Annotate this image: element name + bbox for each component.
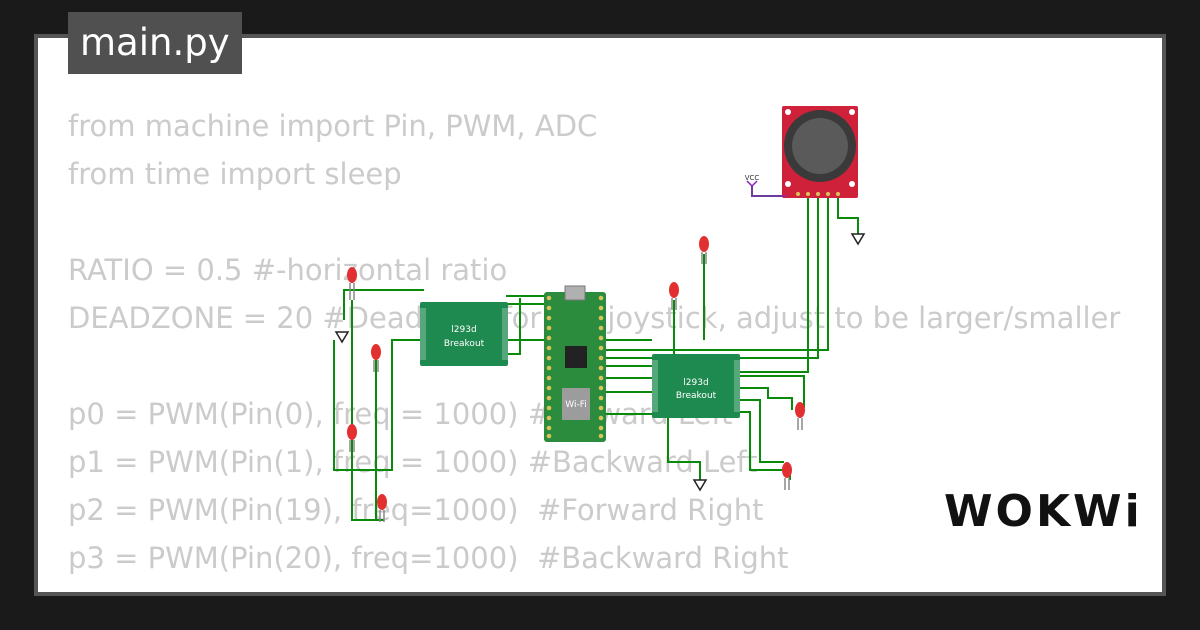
code-block: from machine import Pin, PWM, ADC from ti… (68, 102, 1120, 592)
file-tab[interactable]: main.py (68, 12, 242, 74)
led[interactable] (699, 236, 709, 264)
wire (604, 413, 701, 480)
led[interactable] (371, 344, 381, 372)
driver-right-label-1: l293d (683, 378, 708, 388)
led[interactable] (377, 494, 387, 522)
usb-connector (564, 285, 586, 301)
l293d-breakout-right[interactable]: l293d Breakout (652, 354, 740, 418)
code-canvas: from machine import Pin, PWM, ADC from ti… (34, 34, 1166, 596)
ground-symbols (334, 233, 866, 492)
wire (604, 198, 819, 359)
driver-left-label-2: Breakout (444, 339, 485, 349)
code-line-1: from machine import Pin, PWM, ADC (68, 109, 598, 143)
wire (604, 198, 829, 351)
wire (333, 339, 424, 471)
code-line-8: p1 = PWM(Pin(1), freq = 1000) #Backward … (68, 445, 758, 479)
l293d-breakout-left[interactable]: l293d Breakout (420, 302, 508, 366)
joystick-pins (796, 192, 840, 196)
driver-right-label-2: Breakout (676, 391, 717, 401)
analog-joystick[interactable] (782, 106, 858, 198)
led[interactable] (795, 402, 805, 430)
vcc-terminal: VCC (745, 174, 786, 197)
code-line-2: from time import sleep (68, 157, 402, 191)
ground-icon (692, 479, 708, 492)
pico-pins-left (546, 295, 552, 439)
driver-left-label-1: l293d (451, 325, 476, 335)
leds (347, 236, 805, 522)
code-line-11: x0 = ADC(Pin(26)) #x-axis joystick (68, 582, 1120, 592)
code-line-9: p2 = PWM(Pin(19), freq=1000) #Forward Ri… (68, 493, 764, 527)
wire (343, 289, 424, 320)
logo-text: WOKW (944, 486, 1125, 537)
led[interactable] (347, 267, 357, 300)
wire (751, 186, 786, 197)
pico-pins-right (598, 295, 604, 439)
pico-w-board[interactable]: Wi-Fi (544, 285, 606, 442)
ground-icon (850, 233, 866, 246)
wire (740, 375, 805, 408)
wire (740, 399, 784, 463)
led[interactable] (347, 424, 357, 452)
wifi-module-label: Wi-Fi (565, 400, 586, 410)
code-line-10: p3 = PWM(Pin(20), freq=1000) #Backward R… (68, 541, 789, 575)
wokwi-logo: WOKWi (944, 486, 1143, 537)
wires (333, 186, 859, 521)
wire (506, 298, 521, 355)
ground-icon (334, 331, 350, 344)
code-line-4: RATIO = 0.5 #-horizontal ratio (68, 253, 508, 287)
led[interactable] (782, 462, 792, 490)
wire (351, 300, 384, 521)
wire (740, 198, 809, 373)
file-tab-label: main.py (80, 21, 230, 64)
wifi-module (562, 388, 590, 420)
vcc-label: VCC (745, 174, 760, 182)
rp2040-chip (565, 346, 587, 368)
led[interactable] (669, 282, 679, 310)
wire (837, 198, 859, 234)
wire (740, 387, 793, 410)
logo-text-end: i (1124, 486, 1143, 537)
